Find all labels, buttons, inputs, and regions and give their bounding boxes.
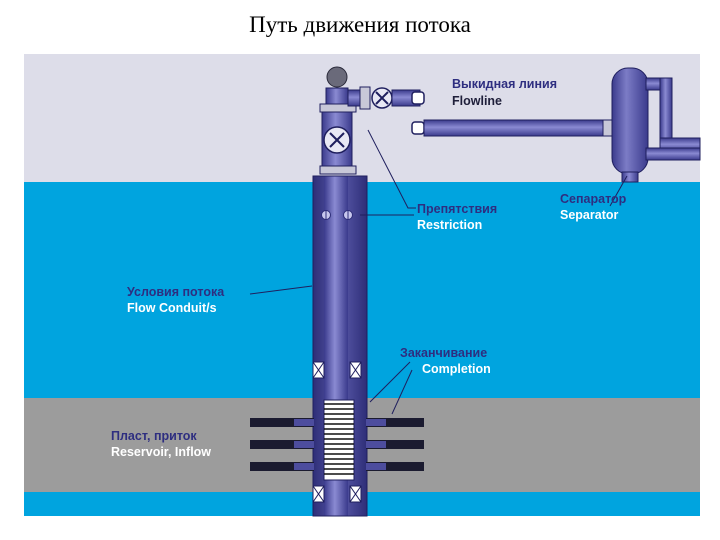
conduit-label-en: Flow Conduit/s xyxy=(127,301,217,315)
reservoir-label-ru: Пласт, приток xyxy=(111,429,197,443)
flowline-pipe xyxy=(391,89,614,137)
leader-lines xyxy=(249,129,628,415)
reservoir-label-en: Reservoir, Inflow xyxy=(111,445,211,459)
flowline-label-en: Flowline xyxy=(452,94,502,108)
surface-band xyxy=(24,54,700,182)
completion-label-ru: Заканчивание xyxy=(400,346,487,360)
perforations xyxy=(250,418,424,471)
restriction-nipple-icon xyxy=(321,210,353,220)
separator-label-en: Separator xyxy=(560,208,618,222)
completion-label-en: Completion xyxy=(422,362,491,376)
restriction-label-en: Restriction xyxy=(417,218,482,232)
wellhead xyxy=(319,66,357,175)
restriction-label-ru: Препятствия xyxy=(417,202,497,216)
page-title: Путь движения потока xyxy=(249,12,471,37)
choke-valve-icon xyxy=(347,86,393,110)
flowline-label-ru: Выкидная линия xyxy=(452,77,557,91)
separator-label-ru: Сепаратор xyxy=(560,192,627,206)
completion-screen xyxy=(323,399,355,481)
conduit-label-ru: Условия потока xyxy=(127,285,225,299)
separator-vessel xyxy=(611,67,701,183)
packer-icon xyxy=(312,361,362,503)
